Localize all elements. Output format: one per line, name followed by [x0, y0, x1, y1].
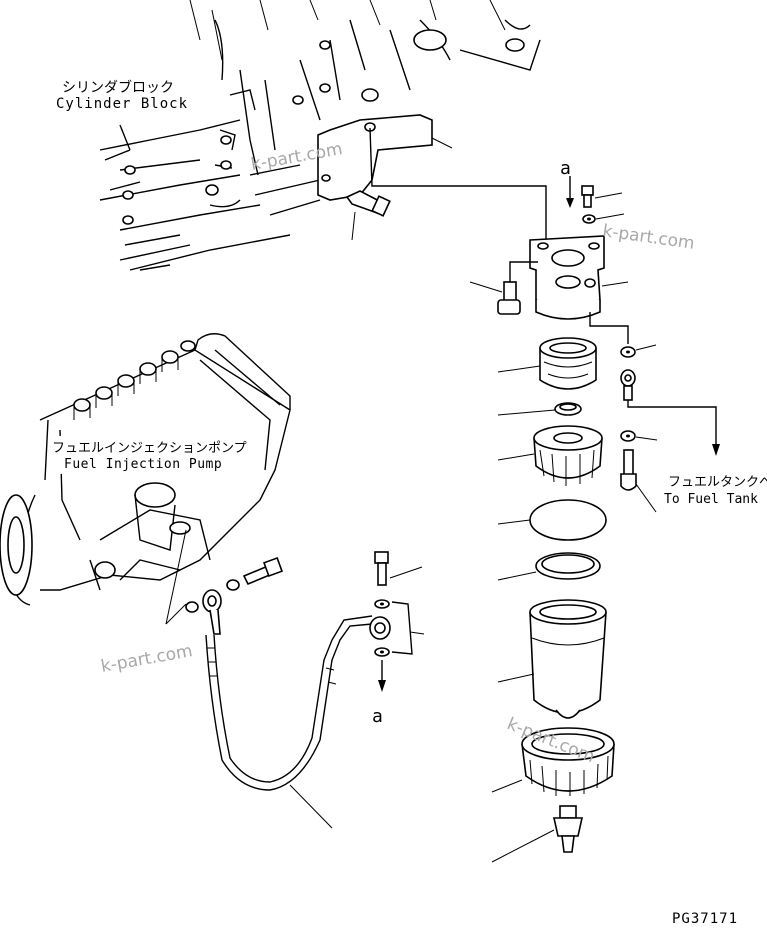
filter-element-cap [497, 337, 597, 390]
ref-a-bottom-label: a [372, 706, 383, 727]
fuel-hose [202, 589, 391, 829]
small-seal-ring [497, 402, 582, 416]
cylinder-block-drawing [99, 0, 541, 271]
to-fuel-tank-label: フュエルタンクへ To Fuel Tank [664, 475, 767, 507]
to-tank-label-jp: フュエルタンクへ [668, 475, 767, 490]
hose-end-bolt [374, 551, 425, 657]
bracket-bolt [345, 190, 391, 241]
route-line-a [369, 127, 547, 255]
hose-washer-mid [226, 579, 240, 591]
to-tank-label-en: To Fuel Tank [664, 492, 758, 507]
cylinder-block-label-jp: シリンダブロック [62, 79, 174, 96]
fuel-injection-pump-drawing [0, 333, 291, 606]
route-to-tank [627, 400, 717, 448]
fuel-pump-label-en: Fuel Injection Pump [64, 457, 222, 472]
drawing-code: PG37171 [672, 911, 738, 927]
filter-cartridge [497, 599, 607, 719]
outlet-fittings [620, 344, 658, 513]
pump-delivery-valves [73, 340, 196, 420]
filter-head [529, 235, 629, 320]
drain-plug [491, 805, 583, 863]
fuel-pump-label: フュエルインジェクションポンプ Fuel Injection Pump [48, 436, 247, 474]
large-seal-ring [497, 552, 601, 581]
filter-gasket-disc [497, 499, 607, 541]
cylinder-block-label: シリンダブロック Cylinder Block [56, 79, 188, 112]
outlet-route [589, 312, 629, 344]
hose-washer-left [185, 601, 199, 613]
filter-element-crown [497, 425, 603, 486]
head-plug-bolt [581, 185, 625, 224]
head-mounting-bolt [469, 261, 538, 315]
filter-ring-nut [491, 727, 615, 796]
ref-a-top-label: a [560, 158, 571, 179]
cylinder-block-label-en: Cylinder Block [56, 96, 188, 112]
hose-banjo-bolt [242, 557, 283, 586]
watermark-3: k-part.com [99, 641, 194, 677]
watermark-2: k-part.com [601, 221, 695, 254]
fuel-pump-label-jp: フュエルインジェクションポンプ [52, 441, 247, 456]
